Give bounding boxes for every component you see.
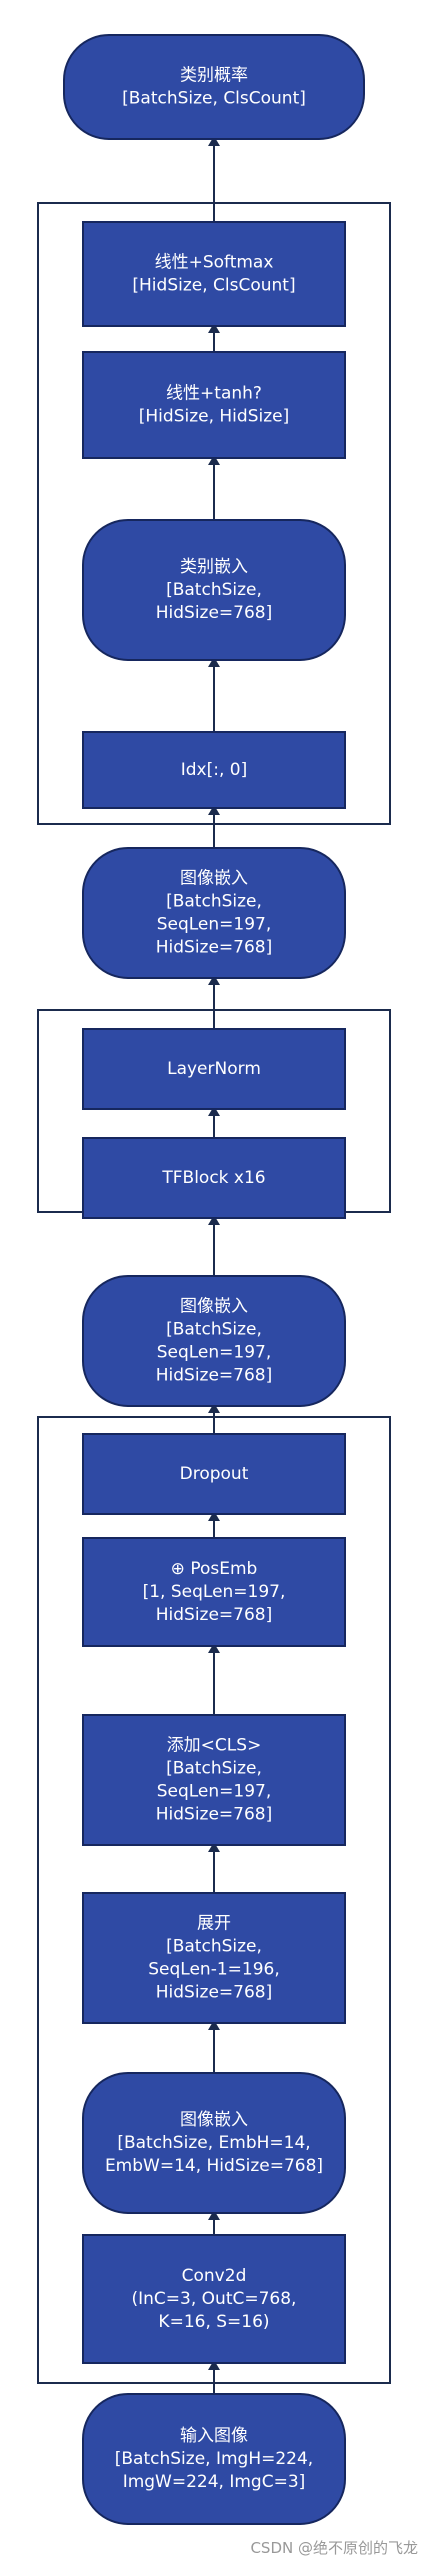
node-label: [HidSize, ClsCount] — [132, 276, 295, 296]
node-input-img: 输入图像 [BatchSize, ImgH=224, ImgW=224, ImgC=… — [82, 2393, 346, 2525]
node-label: 展开 — [197, 1914, 231, 1934]
watermark: CSDN @绝不原创的飞龙 — [250, 2539, 418, 2557]
node-label: 线性+Softmax — [155, 253, 274, 273]
node-posemb: ⊕ PosEmb [1, SeqLen=197, HidSize=768] — [82, 1537, 346, 1647]
node-label: 图像嵌入 — [180, 869, 248, 889]
node-label: [BatchSize, ImgH=224, — [115, 2449, 313, 2469]
node-box — [82, 1537, 346, 1647]
node-box — [63, 34, 365, 140]
node-label: 线性+tanh? — [166, 384, 262, 404]
node-label: HidSize=768] — [156, 1805, 273, 1825]
node-add-cls: 添加<CLS> [BatchSize, SeqLen=197, HidSize=768… — [82, 1714, 346, 1846]
node-label: [BatchSize, — [166, 1937, 262, 1957]
node-label: ImgW=224, ImgC=3] — [123, 2472, 306, 2492]
node-label: 图像嵌入 — [180, 1297, 248, 1317]
node-box — [82, 1892, 346, 2024]
node-box — [82, 519, 346, 661]
node-label: HidSize=768] — [156, 603, 273, 623]
node-box — [82, 1028, 346, 1110]
node-label: 输入图像 — [180, 2426, 248, 2446]
node-label: HidSize=768] — [156, 1366, 273, 1386]
node-linear-sm: 线性+Softmax [HidSize, ClsCount] — [82, 221, 346, 327]
node-label: [BatchSize, — [166, 1320, 262, 1340]
node-layernorm: LayerNorm — [82, 1028, 346, 1110]
node-label: HidSize=768] — [156, 1605, 273, 1625]
node-label: 图像嵌入 — [180, 2110, 248, 2130]
node-box — [82, 2234, 346, 2364]
node-box — [82, 731, 346, 809]
node-box — [82, 2393, 346, 2525]
node-label: ⊕ PosEmb — [171, 1559, 258, 1579]
node-dropout: Dropout — [82, 1433, 346, 1515]
node-probs: 类别概率 [BatchSize, ClsCount] — [63, 34, 365, 140]
node-label: Idx[:, 0] — [181, 760, 247, 780]
node-label: [BatchSize, — [166, 580, 262, 600]
node-label: [HidSize, HidSize] — [139, 407, 289, 427]
node-label: SeqLen=197, — [157, 1343, 272, 1363]
node-label: [BatchSize, ClsCount] — [122, 89, 306, 109]
node-idx: Idx[:, 0] — [82, 731, 346, 809]
node-box — [82, 2072, 346, 2214]
node-box — [82, 1275, 346, 1407]
node-label: [BatchSize, — [166, 1759, 262, 1779]
node-box — [82, 221, 346, 327]
node-label: Conv2d — [182, 2266, 247, 2286]
node-box — [82, 847, 346, 979]
node-box — [82, 1433, 346, 1515]
nodes: 类别概率 [BatchSize, ClsCount] 线性+Softmax [HidS… — [63, 34, 365, 2525]
node-img-emb-3: 图像嵌入 [BatchSize, SeqLen=197, HidSize=768] — [82, 847, 346, 979]
node-img-emb-1: 图像嵌入 [BatchSize, EmbH=14, EmbW=14, HidSize… — [82, 2072, 346, 2214]
node-label: [BatchSize, — [166, 892, 262, 912]
node-box — [82, 1137, 346, 1219]
node-cls-emb: 类别嵌入 [BatchSize, HidSize=768] — [82, 519, 346, 661]
node-label: HidSize=768] — [156, 1983, 273, 2003]
node-img-emb-2: 图像嵌入 [BatchSize, SeqLen=197, HidSize=768] — [82, 1275, 346, 1407]
node-label: [BatchSize, EmbH=14, — [117, 2133, 310, 2153]
node-label: SeqLen=197, — [157, 915, 272, 935]
node-label: SeqLen-1=196, — [148, 1960, 280, 1980]
node-label: [1, SeqLen=197, — [143, 1582, 286, 1602]
node-linear-tanh: 线性+tanh? [HidSize, HidSize] — [82, 351, 346, 459]
node-label: LayerNorm — [167, 1059, 261, 1079]
node-label: 类别嵌入 — [180, 557, 248, 577]
node-tfblock: TFBlock x16 — [82, 1137, 346, 1219]
node-label: Dropout — [180, 1464, 249, 1484]
node-conv2d: Conv2d (InC=3, OutC=768, K=16, S=16) — [82, 2234, 346, 2364]
node-label: 添加<CLS> — [167, 1736, 262, 1756]
node-box — [82, 351, 346, 459]
node-label: HidSize=768] — [156, 938, 273, 958]
node-label: TFBlock x16 — [161, 1168, 265, 1188]
node-label: 类别概率 — [180, 66, 248, 86]
node-label: SeqLen=197, — [157, 1782, 272, 1802]
node-label: (InC=3, OutC=768, — [132, 2289, 297, 2309]
node-label: K=16, S=16) — [158, 2312, 269, 2332]
node-label: EmbW=14, HidSize=768] — [105, 2156, 323, 2176]
node-flatten: 展开 [BatchSize, SeqLen-1=196, HidSize=768] — [82, 1892, 346, 2024]
node-box — [82, 1714, 346, 1846]
